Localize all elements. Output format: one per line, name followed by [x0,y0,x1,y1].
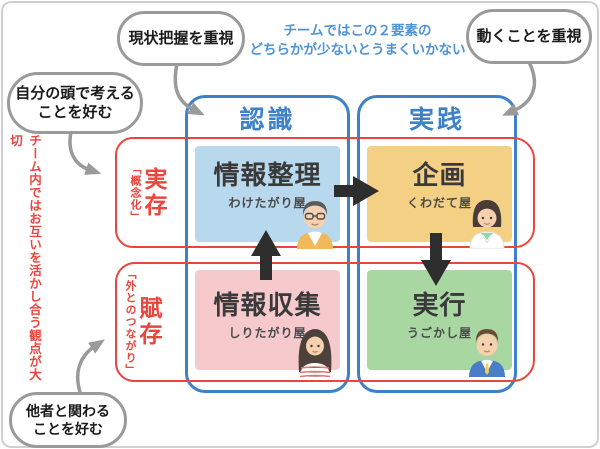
quadrant-info-gathering: 情報収集 しりたがり屋 [195,270,340,377]
bubble-likes-others: 他者と関わる ことを好む [9,392,127,448]
bubble-likes-thinking-line1: 自分の頭で考える [15,84,135,102]
quadrant-info-gathering-title: 情報収集 [213,290,322,320]
quadrant-info-sorting-subtitle: わけたがり屋 [228,196,307,210]
row-fuzon-sublabel: 「外とのつながり」 [124,268,136,376]
bubble-likes-thinking-line2: ことを好む [37,104,113,121]
quadrant-info-sorting: 情報整理 わけたがり屋 [195,146,340,249]
woman-long-hair-striped-shirt-icon [298,329,332,377]
column-practice-label: 実践 [408,106,465,134]
quadrant-info-gathering-subtitle: しりたがり屋 [228,326,307,340]
quadrant-info-sorting-title: 情報整理 [213,160,322,190]
row-fuzon-label: 賦存 [136,296,162,348]
man-glasses-yellow-vest-icon [297,201,333,249]
quadrant-execution: 実行 うごかし屋 [367,270,512,377]
bubble-value-action: 動くことを重視 [466,9,592,64]
man-blue-suit-yellow-tie-icon [469,329,505,377]
team-two-elements-note: チームではこの２要素の どちらかが少ないとうまくいかない [245,22,470,60]
row-fuzon-box [115,262,535,382]
woman-bob-white-coat-icon [469,200,505,249]
quadrant-planning-title: 企画 [412,160,467,190]
connector-others-to-fuzon [75,339,105,394]
row-jitsuzon-labels: 「概念化」 実存 [129,137,167,248]
connector-think-to-jitsuzon [68,130,102,175]
quadrant-planning: 企画 くわだて屋 [367,146,512,249]
bubble-grasp-current-state: 現状把握を重視 [117,11,245,66]
bubble-likes-thinking: 自分の頭で考える ことを好む [7,72,143,134]
bubble-value-action-text: 動くことを重視 [476,27,582,45]
column-recognition-box [185,95,350,393]
quadrant-planning-subtitle: くわだて屋 [406,196,472,210]
quadrant-execution-subtitle: うごかし屋 [406,326,472,340]
row-jitsuzon-sublabel: 「概念化」 [129,162,141,223]
row-jitsuzon-label: 実存 [141,166,167,219]
quadrant-execution-title: 実行 [412,290,467,320]
team-mutual-leverage-note: チーム内ではお互いを活かし合う観点が大切 [8,134,41,381]
team-two-elements-note-line1: チームではこの２要素の [283,23,432,38]
column-recognition-label: 認識 [239,106,296,134]
team-two-elements-note-line2: どちらかが少ないとうまくいかない [249,41,466,57]
bubble-grasp-current-state-text: 現状把握を重視 [128,29,234,47]
bubble-likes-others-line1: 他者と関わる [26,402,110,419]
row-fuzon-labels: 「外とのつながり」 賦存 [124,262,162,382]
bubble-likes-others-line2: ことを好む [33,421,103,437]
